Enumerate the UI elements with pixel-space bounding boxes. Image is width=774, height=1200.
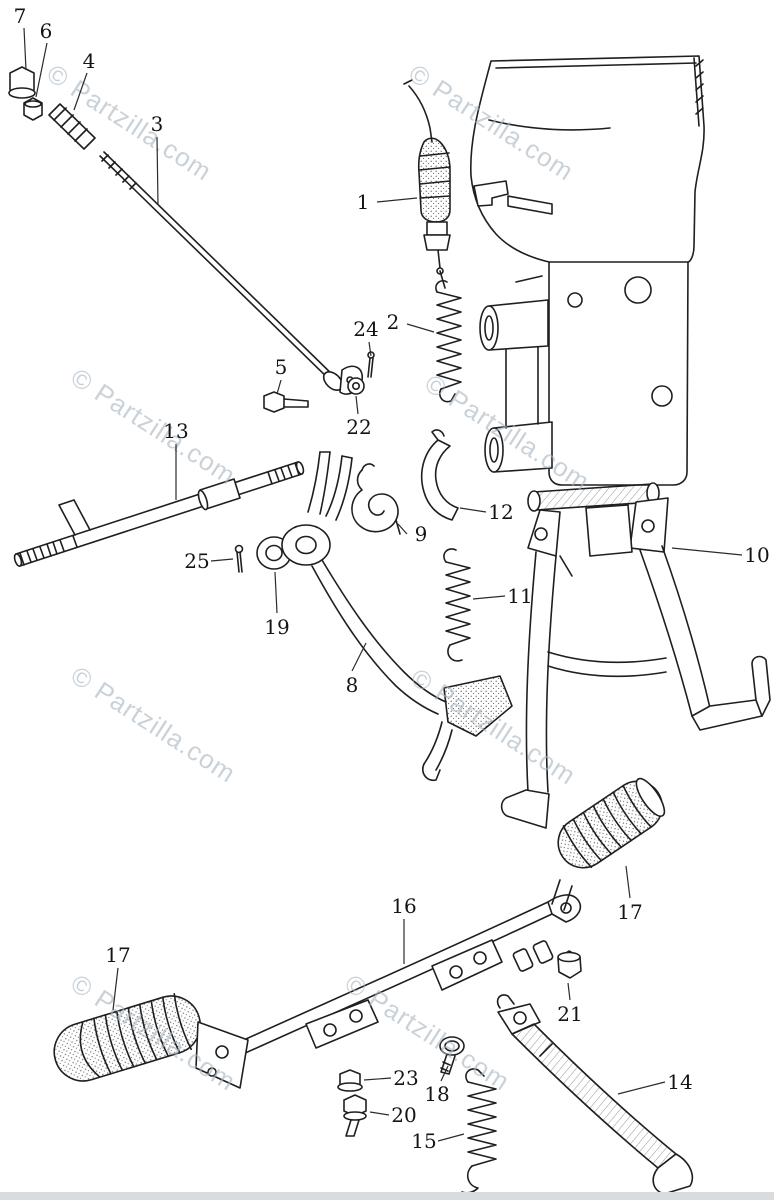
part-callout-15: 15 xyxy=(411,1129,437,1153)
return-spring-9 xyxy=(351,463,401,535)
part-callout-23: 23 xyxy=(393,1066,419,1090)
part-callout-16: 16 xyxy=(391,894,417,918)
nut-23 xyxy=(337,1069,363,1092)
part-callout-7: 7 xyxy=(13,4,27,28)
flange-nut xyxy=(8,66,36,99)
part-callout-24: 24 xyxy=(353,317,379,341)
footpeg-left xyxy=(53,992,249,1089)
side-stand-spring xyxy=(461,1068,497,1194)
brake-pedal xyxy=(281,451,513,782)
kickstarter-spindle xyxy=(13,461,305,567)
washer-22 xyxy=(347,377,365,395)
pawl-12 xyxy=(420,429,459,521)
bolt-20 xyxy=(343,1094,367,1137)
part-callout-2: 2 xyxy=(386,310,400,334)
part-callout-21: 21 xyxy=(557,1002,583,1026)
part-callout-19: 19 xyxy=(264,615,290,639)
footpeg-right xyxy=(551,777,666,911)
split-pin-24 xyxy=(367,351,375,378)
center-stand xyxy=(500,482,771,829)
joint-bolt xyxy=(263,391,309,413)
part-callout-4: 4 xyxy=(82,49,96,73)
part-callout-20: 20 xyxy=(391,1103,417,1127)
stand-spring-11 xyxy=(443,548,471,662)
page-bottom-strip xyxy=(0,1192,774,1200)
engine-bracket xyxy=(469,55,705,486)
side-stand xyxy=(496,994,694,1195)
part-callout-12: 12 xyxy=(488,500,514,524)
part-callout-22: 22 xyxy=(346,415,372,439)
part-callout-13: 13 xyxy=(163,419,189,443)
part-callout-6: 6 xyxy=(39,19,53,43)
part-callout-14: 14 xyxy=(667,1070,693,1094)
cotter-pin-25 xyxy=(234,544,244,573)
part-callout-5: 5 xyxy=(274,355,288,379)
nut-21 xyxy=(557,950,582,979)
part-callout-9: 9 xyxy=(414,522,428,546)
part-callout-8: 8 xyxy=(345,673,359,697)
part-callout-25: 25 xyxy=(184,549,210,573)
part-callout-11: 11 xyxy=(507,584,533,608)
bolt-18 xyxy=(439,1036,465,1075)
rod-adjuster xyxy=(48,103,96,150)
cable-boot-assembly xyxy=(403,79,451,275)
part-callout-17: 17 xyxy=(105,943,131,967)
part-callout-3: 3 xyxy=(150,112,164,136)
part-callout-10: 10 xyxy=(744,543,770,567)
part-callout-18: 18 xyxy=(424,1082,450,1106)
brake-rod xyxy=(99,151,364,395)
part-callout-17: 17 xyxy=(617,900,643,924)
locknut xyxy=(23,97,43,121)
cable-spring xyxy=(435,270,462,403)
part-callout-1: 1 xyxy=(356,190,370,214)
